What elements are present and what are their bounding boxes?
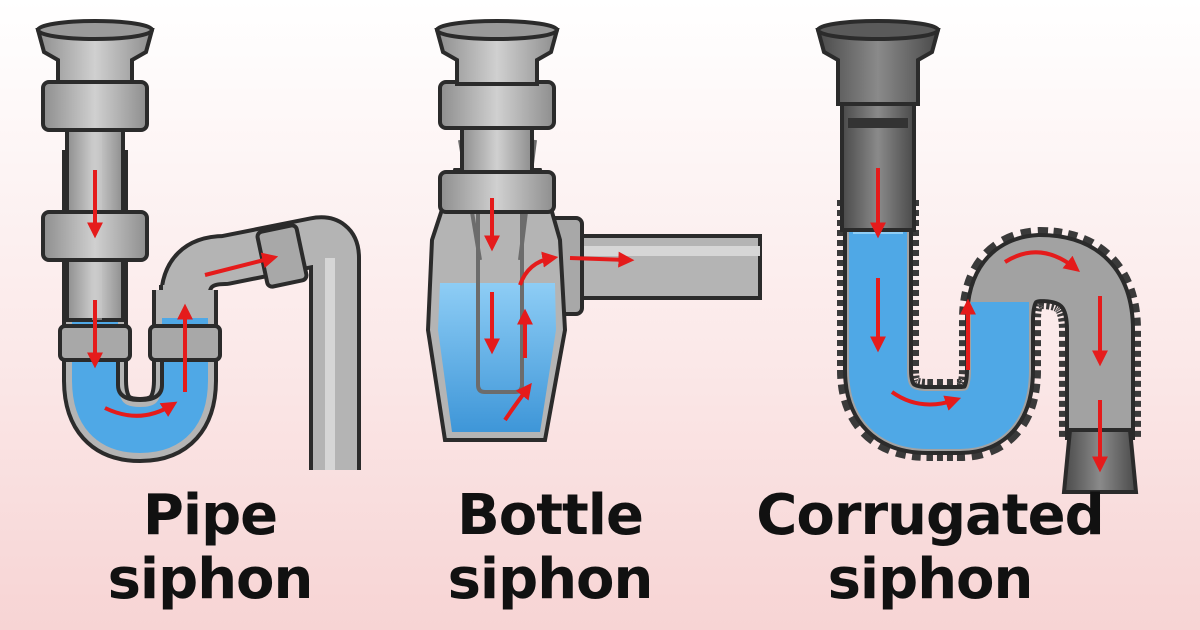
corrugated-siphon-label-line1: Corrugated [756,483,1104,548]
bottle-siphon-label-line1: Bottle [457,483,644,548]
pipe-siphon [35,19,361,470]
corrugated-siphon-label: Corrugated siphon [740,484,1120,612]
pipe-siphon-label-line1: Pipe [142,483,278,548]
corrugated-siphon-flow-arrows [870,168,1108,473]
corrugated-siphon-label-line2: siphon [827,547,1034,612]
pipe-siphon-water [72,318,208,454]
bottle-siphon-nut-top [438,80,556,130]
pipe-siphon-nut-top [41,80,149,132]
pipe-siphon-flow-arrows [87,170,279,418]
pipe-siphon-label: Pipe siphon [60,484,360,612]
bottle-siphon-flow-arrows [484,198,635,422]
bottle-siphon-label-line2: siphon [447,547,654,612]
corrugated-siphon-drain [815,28,941,106]
bottle-siphon-water [438,283,556,432]
pipe-siphon-label-line2: siphon [107,547,314,612]
bottle-siphon-nut-mid [438,170,556,214]
pipe-siphon-drain [35,28,155,84]
corrugated-siphon-water [849,230,1029,449]
corrugated-siphon [815,19,1141,494]
bottle-siphon [425,19,762,442]
bottle-siphon-label: Bottle siphon [400,484,700,612]
bottle-siphon-drain [434,28,560,86]
